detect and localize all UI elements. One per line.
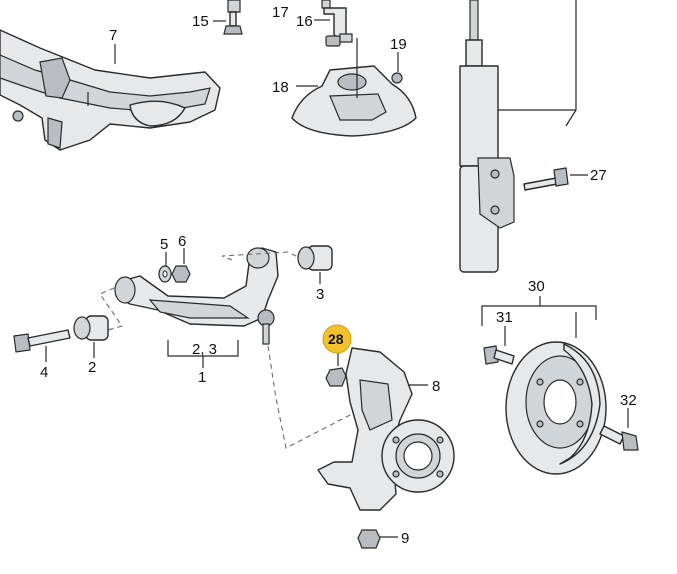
- part-8-steering-knuckle[interactable]: [317, 347, 455, 511]
- part-30-brake-disc[interactable]: [505, 341, 607, 475]
- part-9-nut[interactable]: [357, 529, 381, 549]
- part-16-link[interactable]: [321, 0, 353, 47]
- callout-32: 32: [620, 392, 637, 409]
- callout-30: 30: [528, 278, 545, 295]
- callout-9: 9: [401, 530, 409, 547]
- part-1-control-arm[interactable]: [114, 247, 279, 345]
- callout-18: 18: [272, 79, 289, 96]
- part-4-bolt[interactable]: [13, 329, 71, 353]
- callout-5: 5: [160, 236, 168, 253]
- callout-15: 15: [192, 13, 209, 30]
- part-32-bolt[interactable]: [599, 425, 639, 451]
- callout-3: 3: [316, 286, 324, 303]
- callout-7: 7: [109, 27, 117, 44]
- callout-28-highlight: 28: [322, 324, 352, 354]
- part-28-nut[interactable]: [325, 367, 347, 387]
- callout-1: 1: [198, 369, 206, 386]
- part-27-strut-bolt[interactable]: [523, 167, 569, 191]
- callout-4: 4: [40, 364, 48, 381]
- part-15-bolt[interactable]: [223, 0, 243, 35]
- part-31-screw[interactable]: [483, 345, 515, 365]
- callout-6: 6: [178, 233, 186, 250]
- callout-17: 17: [272, 4, 289, 21]
- callout-27: 27: [590, 167, 607, 184]
- part-19-nut[interactable]: [391, 72, 403, 84]
- callout-28: 28: [328, 331, 344, 347]
- part-7-subframe[interactable]: [0, 29, 221, 151]
- part-2-bushing[interactable]: [73, 315, 109, 341]
- part-18-strut-mount[interactable]: [291, 65, 417, 137]
- callout-2-3: 2, 3: [192, 341, 217, 358]
- callout-16: 16: [296, 13, 313, 30]
- part-6-nut[interactable]: [171, 265, 191, 283]
- callout-8: 8: [432, 378, 440, 395]
- callout-19: 19: [390, 36, 407, 53]
- strut-assembly[interactable]: [459, 0, 515, 273]
- callout-2: 2: [88, 359, 96, 376]
- part-5-washer[interactable]: [158, 265, 172, 283]
- callout-31: 31: [496, 309, 513, 326]
- part-3-bushing[interactable]: [297, 245, 333, 271]
